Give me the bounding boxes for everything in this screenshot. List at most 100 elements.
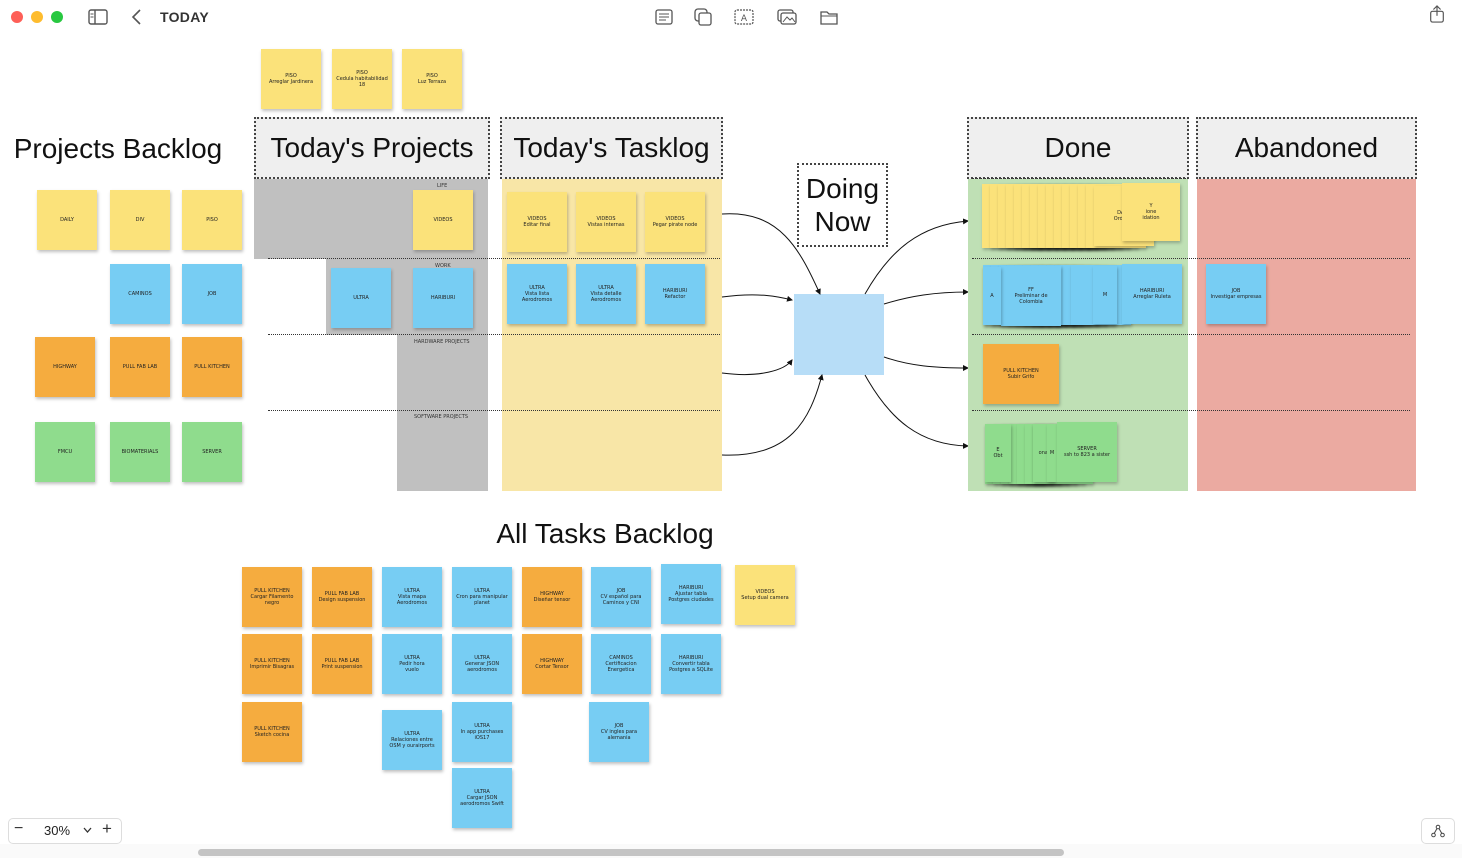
zoom-window-button[interactable] — [51, 11, 63, 23]
svg-text:A: A — [741, 14, 748, 24]
sticky-note[interactable]: PULL KITCHEN Subir Grifo — [983, 344, 1059, 404]
sticky-note[interactable]: DIV — [110, 190, 170, 250]
close-window-button[interactable] — [11, 11, 23, 23]
row-divider — [972, 178, 1188, 179]
sticky-note[interactable]: HARIBURI Arreglar Ruleta — [1122, 264, 1182, 324]
horizontal-scrollbar[interactable] — [0, 844, 1462, 858]
chevron-down-icon[interactable] — [83, 827, 92, 834]
sticky-note[interactable]: Y ione idation — [1122, 183, 1180, 241]
sticky-note[interactable]: PULL KITCHEN Imprimir Bisagras — [242, 634, 302, 694]
sticky-note[interactable]: PISO Luz Terraza — [402, 49, 462, 109]
sticky-note[interactable]: CAMINOS Certificacion Energetica — [591, 634, 651, 694]
sticky-note[interactable]: JOB CV ingles para alemania — [589, 702, 649, 762]
sticky-note[interactable]: FF Preliminar de Colombia — [1001, 266, 1061, 326]
sticky-note[interactable]: PULL FAB LAB Design suspension — [312, 567, 372, 627]
arrow-tasklog-2 — [721, 294, 793, 302]
scrollbar-thumb[interactable] — [198, 849, 1064, 856]
todays-tasklog-header: Today's Tasklog — [500, 117, 723, 179]
sticky-note[interactable]: JOB Investigar empresas — [1206, 264, 1266, 324]
share-icon[interactable] — [1427, 5, 1447, 23]
sticky-note[interactable]: ULTRA Vista mapa Aerodromos — [382, 567, 442, 627]
toolbar: TODAY A — [0, 0, 1462, 36]
zoom-in-button[interactable]: + — [102, 819, 112, 838]
sticky-note[interactable]: ULTRA Pedir hora vuelo — [382, 634, 442, 694]
sticky-note[interactable]: VIDEOS Editar final — [507, 192, 567, 252]
folder-icon[interactable] — [819, 8, 839, 26]
sticky-note[interactable]: E Obt — [985, 424, 1011, 482]
doing-now-slot[interactable] — [794, 294, 884, 375]
arrow-done-2 — [883, 289, 969, 305]
row-divider — [972, 258, 1410, 259]
flow-arrows — [721, 213, 969, 456]
sticky-note[interactable]: ULTRA — [331, 268, 391, 328]
sticky-note[interactable]: ULTRA Cron para manipular planet — [452, 567, 512, 627]
sticky-note[interactable]: VIDEOS — [413, 190, 473, 250]
row-label-life: LIFE — [437, 183, 448, 189]
sticky-note[interactable]: VIDEOS Vistas internas — [576, 192, 636, 252]
sticky-note[interactable]: ULTRA Generar JSON aerodromos — [452, 634, 512, 694]
sticky-note[interactable]: ULTRA Vista lista Aerodromos — [507, 264, 567, 324]
text-icon[interactable] — [654, 8, 674, 26]
row-label-hardware: HARDWARE PROJECTS — [414, 339, 470, 345]
sticky-note[interactable]: FMCU — [35, 422, 95, 482]
connection-icon — [1431, 824, 1445, 838]
sticky-note[interactable]: PULL FAB LAB Print suspension — [312, 634, 372, 694]
connection-button[interactable] — [1421, 818, 1455, 844]
sticky-note[interactable]: ULTRA Relaciones entre OSM y ourairports — [382, 710, 442, 770]
back-icon[interactable] — [128, 8, 148, 26]
arrow-done-3 — [883, 356, 969, 371]
sticky-note[interactable]: VIDEOS Pegar pirate node — [645, 192, 705, 252]
row-divider — [268, 410, 720, 411]
sticky-note[interactable]: A — [983, 267, 1001, 325]
sticky-note[interactable]: PISO Cedula habitabilidad 18 — [332, 49, 392, 109]
zoom-out-button[interactable]: − — [14, 820, 24, 837]
sticky-note[interactable]: ULTRA Cargar JSON aerodromos Swift — [452, 768, 512, 828]
textbox-icon[interactable]: A — [734, 8, 754, 26]
sticky-note[interactable]: HARIBURI — [413, 268, 473, 328]
abandoned-area — [1197, 179, 1416, 491]
minimize-window-button[interactable] — [31, 11, 43, 23]
sticky-note[interactable]: HIGHWAY — [35, 337, 95, 397]
sidebar-icon[interactable] — [88, 8, 108, 26]
sticky-note[interactable]: HARIBURI Refactor — [645, 264, 705, 324]
row-label-software: SOFTWARE PROJECTS — [414, 414, 469, 420]
row-divider — [268, 334, 720, 335]
sticky-note[interactable]: PULL FAB LAB — [110, 337, 170, 397]
sticky-note[interactable]: CAMINOS — [110, 264, 170, 324]
sticky-note[interactable]: ULTRA Vista detalle Aerodromos — [576, 264, 636, 324]
sticky-note[interactable]: PULL KITCHEN — [182, 337, 242, 397]
sticky-note[interactable]: DAILY — [37, 190, 97, 250]
media-icon[interactable] — [777, 8, 797, 26]
sticky-note[interactable]: SERVER — [182, 422, 242, 482]
sticky-note[interactable]: HIGHWAY Diseñar tensor — [522, 567, 582, 627]
row-divider — [972, 410, 1410, 411]
row-divider — [268, 258, 720, 259]
sticky-note[interactable]: PISO Arreglar Jardinera — [261, 49, 321, 109]
projects-backlog-header: Projects Backlog — [13, 133, 223, 164]
sticky-note[interactable]: JOB — [182, 264, 242, 324]
sticky-note[interactable]: PULL KITCHEN Sketch cocina — [242, 702, 302, 762]
sticky-note[interactable]: ULTRA In app purchases iOS17 — [452, 702, 512, 762]
row-label-work: WORK — [435, 263, 451, 269]
todays-projects-header: Today's Projects — [254, 117, 490, 179]
arrow-tasklog-4 — [721, 374, 824, 456]
zoom-control: − 30% + — [8, 818, 122, 844]
sticky-note[interactable]: HARIBURI Ajustar tabla Postgres ciudades — [661, 564, 721, 624]
done-header: Done — [967, 117, 1189, 179]
doing-now-header: Doing Now — [797, 163, 888, 247]
sticky-note[interactable]: PISO — [182, 190, 242, 250]
todays-projects-area-tail — [397, 335, 488, 491]
sticky-note[interactable]: HARIBURI Convertir tabla Postgres a SQLi… — [661, 634, 721, 694]
sticky-note[interactable]: M — [1093, 266, 1117, 324]
shapes-icon[interactable] — [693, 8, 713, 26]
sticky-note[interactable]: VIDEOS Setup dual camera — [735, 565, 795, 625]
zoom-level-value[interactable]: 30% — [44, 823, 71, 838]
sticky-note[interactable]: PULL KITCHEN Cargar Filamento negro — [242, 567, 302, 627]
arrow-tasklog-1 — [721, 213, 821, 295]
arrow-done-1 — [864, 218, 969, 295]
sticky-note[interactable]: SERVER ssh to 823 a sister — [1057, 422, 1117, 482]
sticky-note[interactable]: BIOMATERIALS — [110, 422, 170, 482]
sticky-note[interactable]: HIGHWAY Cortar Tensor — [522, 634, 582, 694]
sticky-note[interactable]: M — [1047, 424, 1057, 482]
sticky-note[interactable]: JOB CV español para Caminos y CNI — [591, 567, 651, 627]
